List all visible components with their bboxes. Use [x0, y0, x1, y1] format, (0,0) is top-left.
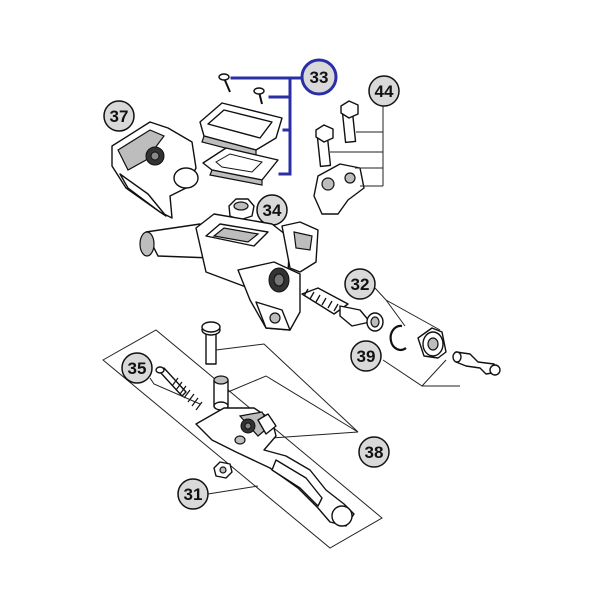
circlip: [389, 324, 407, 351]
part-44-group: 44: [313, 75, 400, 215]
callout-37: 37: [103, 100, 135, 132]
pivot-bushing: [213, 375, 229, 411]
callout-44-leader: [330, 106, 384, 187]
part-34-nut: 34: [228, 194, 288, 226]
callout-31-leader: [207, 485, 259, 495]
svg-text:32: 32: [351, 275, 370, 294]
callout-38: 38: [358, 436, 390, 468]
cover-screw-1: [218, 73, 231, 93]
callout-33: 33: [300, 58, 338, 96]
clamp-bolt-2: [315, 124, 334, 168]
svg-text:37: 37: [110, 107, 129, 126]
svg-text:39: 39: [357, 347, 376, 366]
clamp-bolt-1: [340, 100, 359, 144]
part-39-pushrod: 39: [350, 340, 501, 387]
svg-text:33: 33: [310, 68, 329, 87]
pivot-bolt: [201, 321, 221, 365]
part-38-group: 38: [201, 321, 390, 468]
callout-32: 32: [344, 268, 376, 300]
part-32-piston: 32: [301, 268, 447, 359]
cover-screw-2: [253, 87, 265, 105]
callout-39: 39: [350, 340, 382, 372]
svg-text:44: 44: [375, 82, 394, 101]
callout-35-leader: [149, 377, 201, 405]
part-31-lever: 31: [177, 407, 355, 527]
callout-44: 44: [368, 75, 400, 107]
part-33-highlight-bracket: [230, 76, 305, 176]
callout-32-leader: [374, 287, 441, 331]
adjuster-spring: [171, 377, 203, 411]
callout-35: 35: [121, 352, 153, 384]
clamp-half: [313, 163, 365, 215]
lever-assembly-outline: [102, 329, 383, 549]
callout-39-leader: [382, 359, 460, 387]
master-cylinder-body: [139, 213, 319, 331]
part-33-group: 33: [199, 58, 338, 186]
svg-text:38: 38: [365, 443, 384, 462]
svg-text:31: 31: [184, 485, 203, 504]
svg-text:35: 35: [128, 359, 147, 378]
callout-31: 31: [177, 478, 209, 510]
reservoir-cap: [199, 102, 283, 157]
reservoir-gasket: [202, 147, 279, 186]
part-37-clamp: 37: [103, 100, 199, 219]
callout-34: 34: [256, 194, 288, 226]
part-35-group: 35: [121, 352, 203, 411]
svg-text:34: 34: [263, 201, 282, 220]
